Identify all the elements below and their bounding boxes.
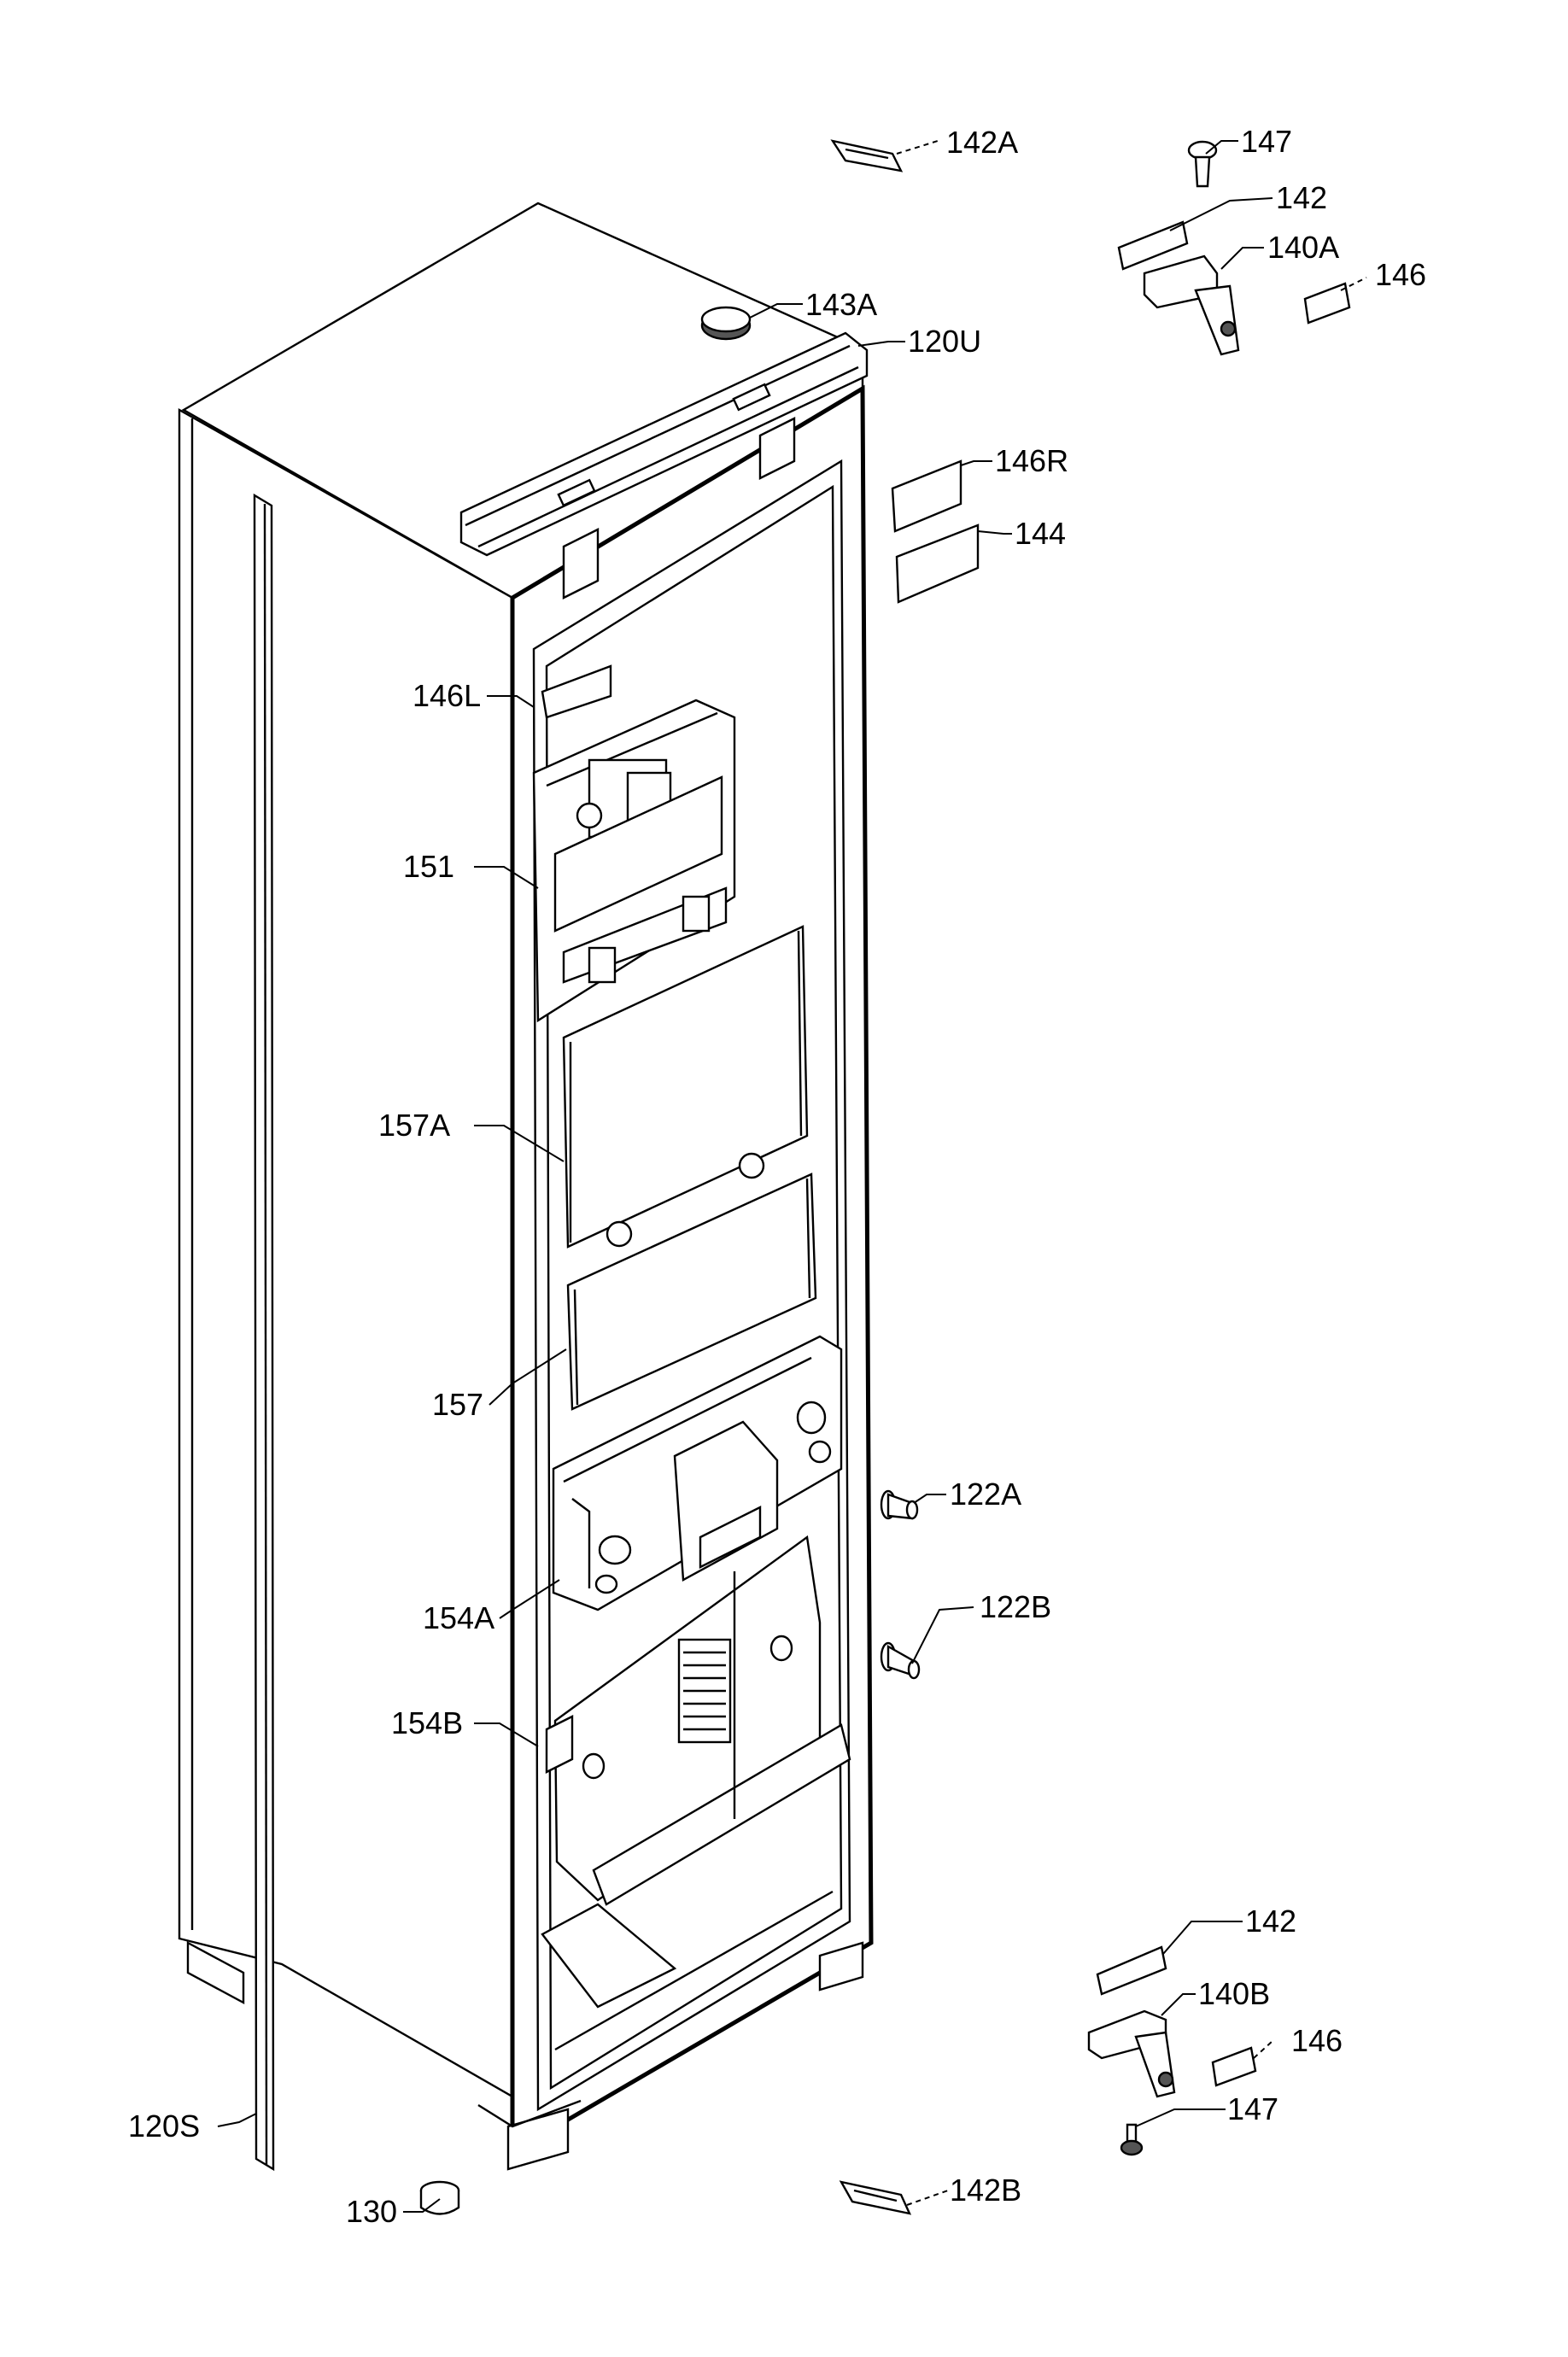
label-154B: 154B (391, 1705, 463, 1740)
pin-122B (880, 1641, 921, 1680)
panel-144 (895, 523, 980, 604)
bracket-142-top (1117, 220, 1189, 271)
label-142-top: 142 (1276, 180, 1327, 215)
bracket-142-bottom (1096, 1945, 1167, 1996)
plate-142A (830, 139, 904, 173)
cap-143A (700, 306, 752, 341)
label-144: 144 (1015, 516, 1066, 551)
label-140B: 140B (1198, 1976, 1270, 2011)
label-151: 151 (403, 849, 454, 884)
hinge-140B (1087, 2009, 1176, 2098)
label-122A: 122A (950, 1477, 1021, 1512)
label-130: 130 (346, 2194, 397, 2229)
dispenser-frame-154A (552, 1335, 843, 1611)
leader-lines (217, 140, 1367, 2213)
foot-130 (419, 2180, 460, 2215)
plate-146R (891, 459, 962, 533)
label-142B: 142B (950, 2173, 1021, 2208)
label-146R: 146R (995, 443, 1068, 478)
callout-labels: 142A 147 142 140A 146 143A 120U 146R 144… (128, 124, 1426, 2229)
plate-146L (541, 664, 612, 719)
side-trim-120S (253, 493, 275, 2172)
screw-147-bottom (1120, 2123, 1144, 2156)
pin-122A (880, 1489, 919, 1520)
lower-panel-154B (545, 1535, 851, 1906)
pin-147-top (1187, 140, 1218, 188)
hinge-140A (1143, 254, 1240, 356)
label-143A: 143A (805, 287, 877, 322)
label-157: 157 (432, 1387, 483, 1422)
label-140A: 140A (1267, 230, 1339, 265)
plate-146-top (1303, 282, 1351, 325)
label-146L: 146L (412, 678, 481, 713)
label-147-top: 147 (1241, 124, 1292, 159)
dispenser-housing-151 (532, 699, 736, 1023)
label-122B: 122B (980, 1589, 1051, 1624)
plate-142B (839, 2180, 912, 2215)
label-120U: 120U (908, 324, 981, 359)
upper-rail-120U (459, 331, 869, 599)
label-146-top: 146 (1375, 257, 1426, 292)
label-142-bottom: 142 (1245, 1904, 1296, 1939)
label-157A: 157A (378, 1108, 450, 1143)
label-120S: 120S (128, 2108, 200, 2144)
door-panel-157 (566, 1173, 817, 1411)
label-147-bottom: 147 (1227, 2091, 1278, 2126)
label-146-bottom: 146 (1291, 2023, 1343, 2058)
label-142A: 142A (946, 125, 1018, 160)
door-panel-157A (562, 925, 809, 1249)
label-154A: 154A (423, 1600, 494, 1635)
plate-146-bottom (1211, 2046, 1257, 2087)
